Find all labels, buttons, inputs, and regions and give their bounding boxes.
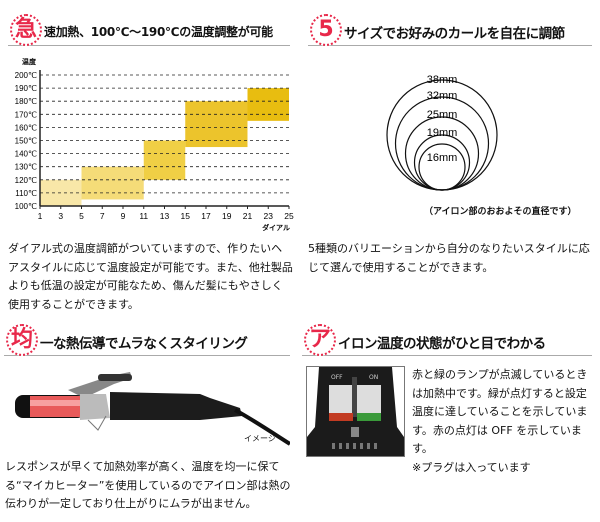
temperature-chart: 100℃ 110℃ 120℃ 130℃ 140℃ 150℃ 160℃ 170℃ 180℃ 190℃… — [15, 57, 294, 232]
lamp-photo: OFF ON — [306, 366, 405, 457]
diameter-note: （アイロン部のおおよその直径です） — [424, 207, 577, 217]
size-circles-diagram: 38mm 32mm 25mm 19mm 16mm — [386, 74, 498, 191]
section-title: 速加熱、100℃～190℃の温度調整が可能 — [44, 25, 273, 39]
x-tick-label: 11 — [139, 211, 148, 221]
section-title: サイズでお好みのカールを自在に調節 — [344, 26, 565, 42]
range-bar — [185, 101, 248, 148]
section-title: 一な熱伝導でムラなくスタイリング — [40, 336, 248, 352]
y-tick-label: 120℃ — [15, 176, 37, 185]
section-body: 赤と緑のランプが点滅しているときは加熱中です。緑が点灯すると設定温度に達している… — [412, 368, 588, 455]
x-tick-label: 17 — [201, 211, 211, 221]
badge-icon: ア — [304, 324, 336, 356]
x-tick-label: 23 — [264, 211, 274, 221]
x-axis-label: ダイアル — [262, 223, 290, 232]
y-tick-label: 200℃ — [15, 71, 37, 80]
y-tick-label: 170℃ — [15, 110, 37, 119]
x-tick-label: 7 — [100, 211, 105, 221]
y-tick-label: 150℃ — [15, 137, 37, 146]
y-tick-label: 190℃ — [15, 84, 37, 93]
size-label: 38mm — [427, 74, 458, 86]
range-bar — [143, 140, 186, 180]
x-tick-label: 13 — [160, 211, 170, 221]
plug-note: ※プラグは入っています — [412, 460, 531, 474]
y-tick-label: 130℃ — [15, 163, 37, 172]
size-label: 25mm — [427, 109, 458, 121]
circle-16mm — [418, 143, 466, 191]
y-tick-label: 180℃ — [15, 97, 37, 106]
x-tick-label: 5 — [79, 211, 84, 221]
range-bar — [247, 88, 289, 121]
size-label: 16mm — [427, 152, 458, 164]
badge-icon: 急 — [10, 14, 42, 46]
y-tick-label: 140℃ — [15, 150, 37, 159]
size-label: 19mm — [427, 127, 458, 139]
x-tick-label: 9 — [121, 211, 126, 221]
lamp-label-off: OFF — [331, 374, 343, 381]
image-caption: イメージ — [244, 434, 276, 443]
lamp-text-block: 赤と緑のランプが点滅しているときは加熱中です。緑が点灯すると設定温度に達している… — [412, 366, 596, 477]
badge-icon: 均 — [6, 324, 38, 356]
section-header-sizes: 5 サイズでお好みのカールを自在に調節 — [308, 14, 592, 46]
section-title: イロン温度の状態がひと目でわかる — [338, 336, 546, 352]
x-tick-label: 21 — [243, 211, 253, 221]
curling-iron-image — [15, 372, 290, 446]
section-body: レスポンスが早くて加熱効率が高く、温度を均一に保てる“マイカヒーター”を使用して… — [5, 460, 291, 510]
y-tick-label: 160℃ — [15, 123, 37, 132]
range-bar — [81, 166, 144, 200]
x-tick-label: 3 — [58, 211, 63, 221]
x-tick-label: 19 — [222, 211, 232, 221]
section-body: ダイアル式の温度調節がついていますので、作りたいヘアスタイルに応じて温度設定が可… — [8, 242, 293, 311]
section-header-even-heat: 均 一な熱伝導でムラなくスタイリング — [4, 324, 290, 356]
section-body: 5種類のバリエーションから自分のなりたいスタイルに応じて選んで使用することができ… — [308, 242, 590, 274]
size-label: 32mm — [427, 90, 458, 102]
section-header-lamp-status: ア イロン温度の状態がひと目でわかる — [302, 324, 592, 356]
y-axis-label: 温度 — [22, 57, 37, 66]
section-header-quick-heat: 急 速加熱、100℃～190℃の温度調整が可能 — [8, 14, 290, 46]
y-tick-label: 100℃ — [15, 202, 37, 211]
badge-icon: 5 — [310, 14, 342, 46]
lamp-label-on: ON — [369, 374, 378, 381]
x-tick-label: 1 — [38, 211, 43, 221]
x-tick-label: 15 — [181, 211, 191, 221]
y-tick-label: 110℃ — [15, 189, 37, 198]
x-tick-label: 25 — [284, 211, 294, 221]
